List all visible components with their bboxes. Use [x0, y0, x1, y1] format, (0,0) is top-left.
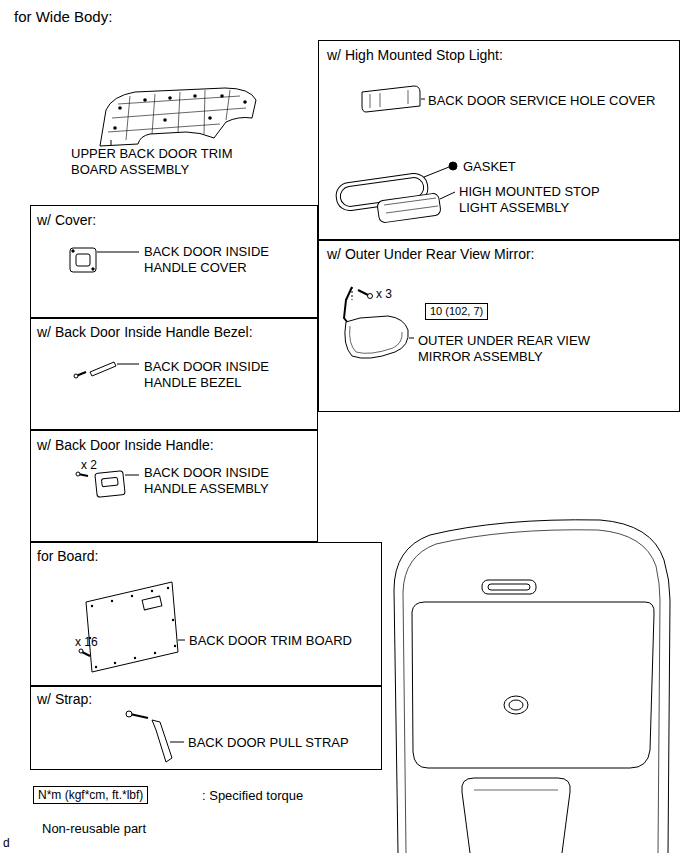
quantity-label: x 3 — [376, 287, 392, 301]
torque-unit: N*m (kgf*cm, ft.*lbf) — [38, 788, 143, 802]
group-heading: for Board: — [37, 548, 98, 565]
part-name: BACK DOOR INSIDE HANDLE ASSEMBLY — [144, 465, 294, 496]
parts-group-box: w/ High Mounted Stop Light: BACK DOOR SER… — [318, 40, 680, 240]
part-name: GASKET — [463, 159, 516, 175]
group-heading: w/ Back Door Inside Handle Bezel: — [37, 324, 253, 341]
part-name: BACK DOOR INSIDE HANDLE COVER — [144, 244, 294, 275]
part-name: BACK DOOR PULL STRAP — [188, 735, 349, 751]
group-heading: w/ Cover: — [37, 212, 96, 229]
group-heading: w/ Back Door Inside Handle: — [37, 437, 214, 454]
torque-box: N*m (kgf*cm, ft.*lbf) — [33, 786, 148, 804]
quantity-label: x 2 — [81, 458, 97, 472]
legend-text: Non-reusable part — [42, 821, 146, 837]
part-name: UPPER BACK DOOR TRIM BOARD ASSEMBLY — [71, 146, 251, 177]
parts-group-box: for Board: x 16 BACK DOOR TRIM BOARD — [30, 542, 382, 686]
part-name: BACK DOOR SERVICE HOLE COVER — [428, 93, 655, 109]
legend-text: : Specified torque — [202, 788, 303, 804]
diagram-title: for Wide Body: — [14, 8, 112, 26]
parts-group-box: 10 (102, 7) w/ Outer Under Rear View Mirr… — [318, 240, 680, 412]
part-name: OUTER UNDER REAR VIEW MIRROR ASSEMBLY — [418, 333, 623, 364]
quantity-label: x 16 — [75, 635, 98, 649]
group-heading: w/ High Mounted Stop Light: — [327, 47, 503, 64]
group-heading: w/ Outer Under Rear View Mirror: — [327, 246, 534, 263]
parts-group-box: w/ Cover: BACK DOOR INSIDE HANDLE COVER — [30, 205, 318, 318]
parts-group-box: w/ Back Door Inside Handle: x 2 BACK DOOR … — [30, 430, 318, 542]
parts-group-box: w/ Back Door Inside Handle Bezel: BACK DO… — [30, 318, 318, 430]
figure-code: d — [3, 836, 10, 850]
part-name: BACK DOOR TRIM BOARD — [189, 633, 352, 649]
torque-box: 10 (102, 7) — [425, 303, 488, 320]
parts-group-box: w/ Strap: BACK DOOR PULL STRAP — [30, 686, 382, 770]
torque-value: 10 (102, 7) — [430, 305, 483, 318]
group-heading: w/ Strap: — [37, 691, 92, 708]
part-name: BACK DOOR INSIDE HANDLE BEZEL — [144, 359, 294, 390]
part-name: HIGH MOUNTED STOP LIGHT ASSEMBLY — [459, 184, 641, 215]
